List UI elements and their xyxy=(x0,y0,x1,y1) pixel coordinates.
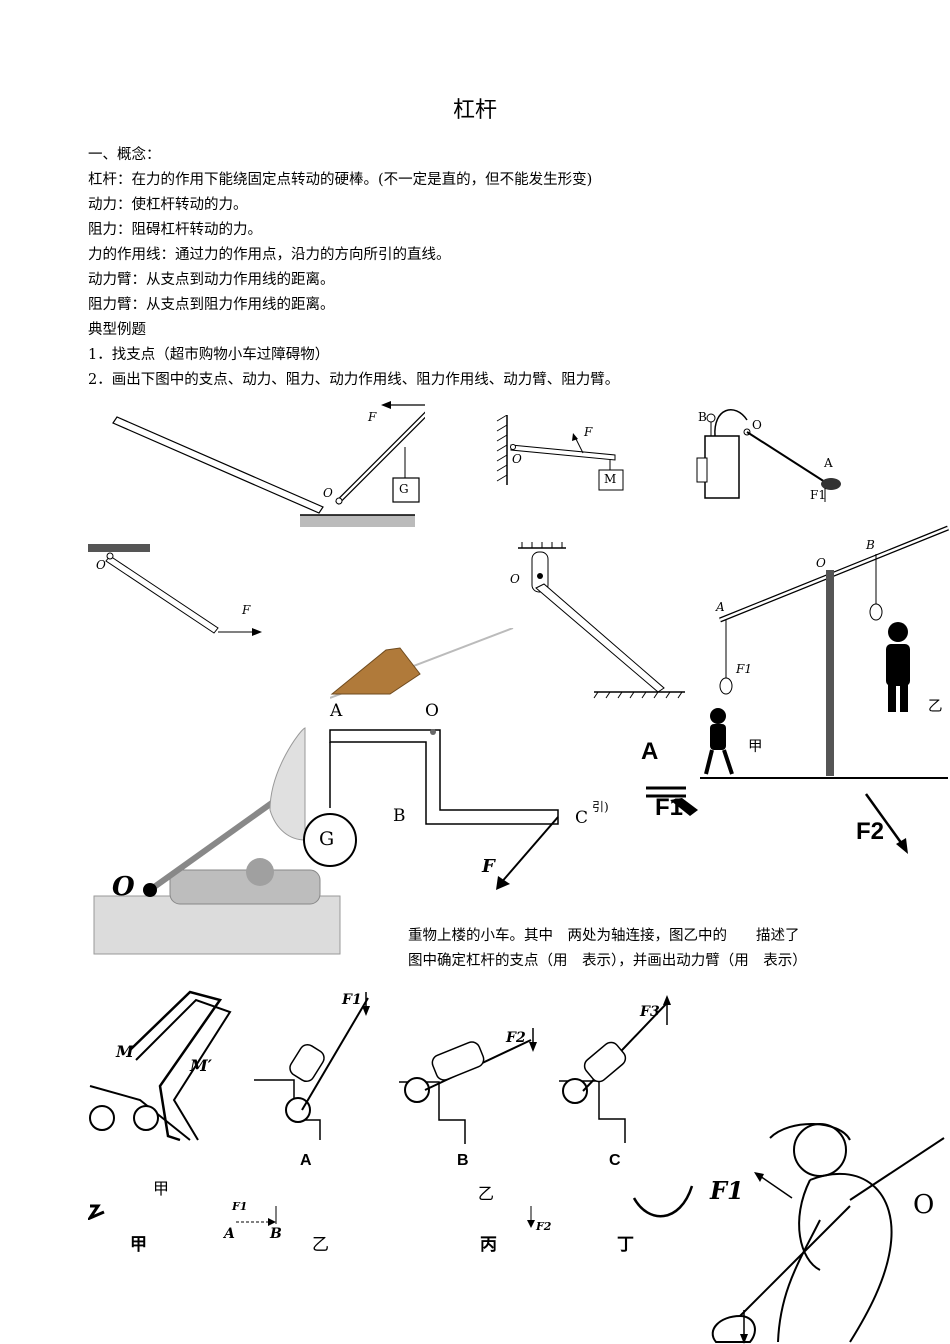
fragment-mark xyxy=(88,1204,105,1220)
pump-figure xyxy=(696,409,841,502)
figure-caption: 丙 xyxy=(480,1235,497,1255)
force-label: F2 xyxy=(536,1220,552,1233)
force-label: F xyxy=(584,425,593,439)
text-line: 力的作用线：通过力的作用点，沿力的方向所引的直线。 xyxy=(88,247,451,263)
figure-caption: C xyxy=(609,1152,621,1169)
page-title: 杠杆 xyxy=(452,98,497,123)
force-label: F xyxy=(368,410,377,424)
pivot-label: O xyxy=(816,556,826,570)
pivot-label: O xyxy=(512,452,522,466)
force-arrow xyxy=(236,1206,277,1226)
text-line: 2．画出下图中的支点、动力、阻力、动力作用线、阻力作用线、动力臂、阻力臂。 xyxy=(88,372,620,388)
force-label: F1 xyxy=(655,794,684,821)
point-label: M′ xyxy=(190,1056,212,1075)
arc-fragment xyxy=(632,1185,694,1218)
text-line: 一、概念： xyxy=(88,147,161,163)
force-label: F xyxy=(482,856,495,877)
force-label: F1 xyxy=(232,1200,248,1213)
force-label: F1 xyxy=(810,488,826,502)
digging-man-figure xyxy=(711,1122,945,1344)
seesaw-figure xyxy=(700,525,949,779)
stair-trolley-c xyxy=(559,995,671,1143)
stair-trolley-b xyxy=(399,1028,537,1144)
lever-figure-ceiling xyxy=(88,544,262,636)
pivot-label: O xyxy=(752,418,762,432)
force-label: F2 xyxy=(856,818,885,845)
point-label: B xyxy=(270,1226,282,1242)
force-arrow xyxy=(864,793,908,854)
force-label: F1 xyxy=(342,992,362,1008)
weight-label: G xyxy=(399,482,409,496)
lever-figure-hanging xyxy=(518,542,685,699)
pivot-label: O xyxy=(96,558,106,572)
point-label: A xyxy=(716,600,725,614)
text-fragment: 重物上楼的小车。其中 两处为轴连接，图乙中的 描述了 xyxy=(408,928,800,944)
pivot-label: O xyxy=(510,572,520,586)
weight-label: G xyxy=(319,828,335,850)
force-label: F3 xyxy=(640,1004,660,1020)
point-label: C xyxy=(575,808,589,828)
force-arrow xyxy=(527,1206,535,1228)
lever-figure-weight xyxy=(112,401,425,527)
point-label: B xyxy=(698,410,707,424)
text-line: 杠杆：在力的作用下能绕固定点转动的硬棒。(不一定是直的，但不能发生形变) xyxy=(88,172,593,188)
point-label: B xyxy=(393,806,406,826)
mass-label: M xyxy=(604,472,617,486)
point-label: A xyxy=(824,456,833,470)
text-line: 1．找支点（超市购物小车过障碍物） xyxy=(88,347,330,363)
figure-caption: 乙 xyxy=(478,1184,495,1203)
force-label: F xyxy=(242,603,251,617)
lever-fragment-figure xyxy=(646,786,698,816)
text-line: 阻力臂：从支点到阻力作用线的距离。 xyxy=(88,297,335,313)
pivot-label: O xyxy=(913,1190,935,1220)
point-label: B xyxy=(866,538,875,552)
force-label: F2 xyxy=(506,1030,526,1046)
bent-lever-figure xyxy=(303,729,559,890)
point-label: A xyxy=(224,1226,235,1242)
text-fragment: 引) xyxy=(592,800,609,814)
force-label: F1 xyxy=(710,1176,744,1205)
pivot-label: O xyxy=(323,486,333,500)
figure-caption: 乙 xyxy=(312,1235,329,1255)
tool-photo xyxy=(93,727,341,955)
pivot-label: O xyxy=(425,701,439,721)
pivot-label: O xyxy=(112,872,135,902)
figure-caption: 甲 xyxy=(130,1235,147,1255)
figure-caption: A xyxy=(300,1152,312,1169)
text-line: 动力臂：从支点到动力作用线的距离。 xyxy=(88,272,335,288)
figure-caption: 甲 xyxy=(748,739,763,755)
slope-figure xyxy=(330,628,514,699)
figure-caption: 甲 xyxy=(153,1179,170,1198)
cart-figure xyxy=(89,990,232,1142)
text-line: 阻力：阻碍杠杆转动的力。 xyxy=(88,222,262,238)
force-label: F1 xyxy=(736,662,752,676)
figure-caption: 丁 xyxy=(617,1235,634,1255)
figure-caption: 乙 xyxy=(928,699,943,715)
point-label: A xyxy=(641,738,659,765)
point-label: M xyxy=(116,1042,134,1061)
lever-figure-wall xyxy=(496,415,624,491)
text-fragment: 图中确定杠杆的支点（用 表示），并画出动力臂（用 表示） xyxy=(408,953,807,969)
text-line: 动力：使杠杆转动的力。 xyxy=(88,197,248,213)
point-label: A xyxy=(330,701,343,721)
stair-trolley-a xyxy=(254,992,370,1140)
text-line: 典型例题 xyxy=(88,322,146,338)
figure-caption: B xyxy=(457,1152,469,1169)
